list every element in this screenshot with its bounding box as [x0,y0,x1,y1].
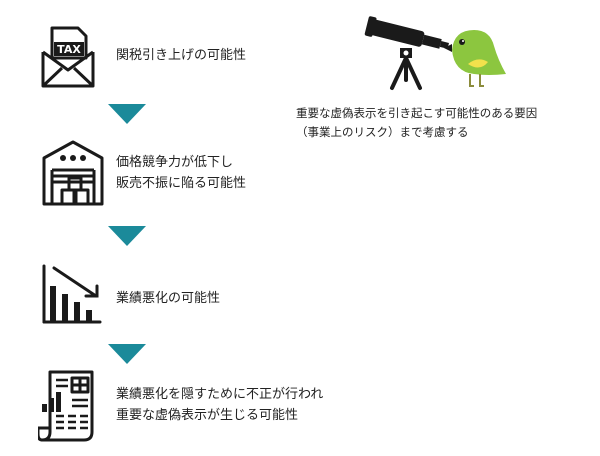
risk-note-line-2: （事業上のリスク）まで考慮する [296,125,469,139]
step-4-line-1: 業績悪化を隠すために不正が行われ [116,387,324,402]
step-4-text: 業績悪化を隠すために不正が行われ 重要な虚偽表示が生じる可能性 [116,384,323,426]
tax-envelope-icon: TAX [41,26,95,88]
step-3-text: 業績悪化の可能性 [116,288,220,309]
step-3-line-1: 業績悪化の可能性 [116,291,221,306]
step-2-line-2: 販売不振に陥る可能性 [116,176,247,191]
financial-report-icon [38,370,94,442]
telescope-icon [364,16,449,90]
warehouse-icon [42,140,104,206]
step-1-line-1: 関税引き上げの可能性 [116,48,247,63]
flow-arrow-3 [108,344,146,364]
step-2-line-1: 価格競争力が低下し [116,155,234,170]
step-1-text: 関税引き上げの可能性 [116,45,246,66]
bird-icon [444,30,506,87]
step-2-text: 価格競争力が低下し 販売不振に陥る可能性 [116,152,246,194]
risk-note-line-1: 重要な虚偽表示を引き起こす可能性のある要因 [296,106,538,120]
declining-chart-icon [42,264,102,324]
flow-arrow-2 [108,226,146,246]
step-4-line-2: 重要な虚偽表示が生じる可能性 [116,408,299,423]
tax-label: TAX [57,43,81,56]
risk-note: 重要な虚偽表示を引き起こす可能性のある要因 （事業上のリスク）まで考慮する [296,104,588,142]
flow-arrow-1 [108,104,146,124]
